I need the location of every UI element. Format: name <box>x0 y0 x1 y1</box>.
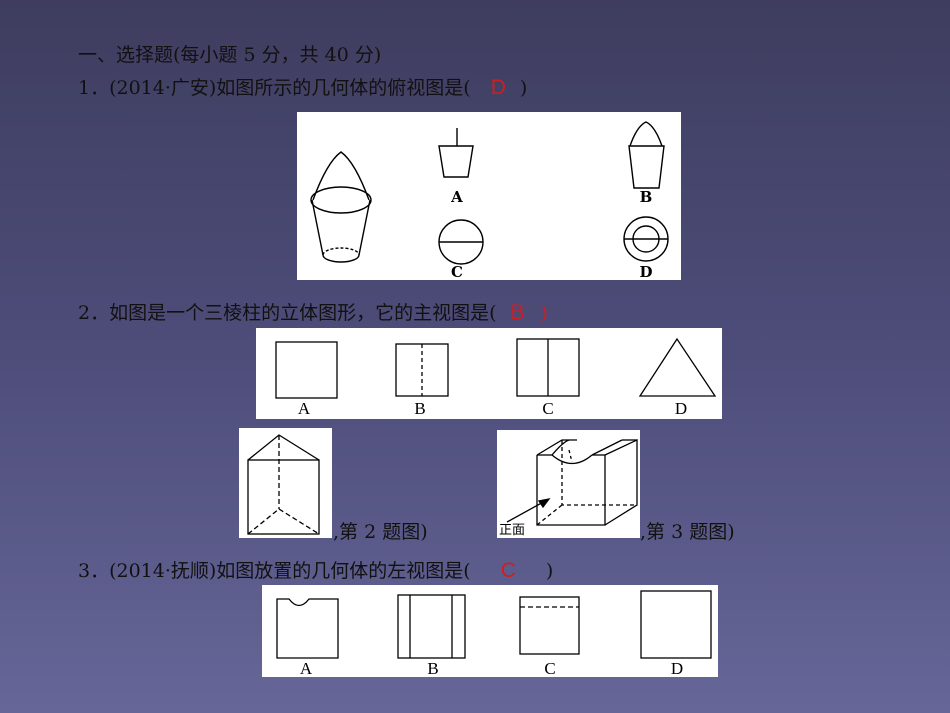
q1-option-d: D <box>639 263 652 280</box>
question-2-figure-caption: ,第 2 题图) <box>333 521 428 543</box>
question-1: 1．(2014·广安)如图所示的几何体的俯视图是( D) <box>78 73 527 100</box>
question-2-options-figure: A B C D <box>256 328 722 419</box>
q1-option-c: C <box>451 263 463 280</box>
question-2-close: ) <box>540 302 548 324</box>
question-1-answer: D <box>490 76 506 99</box>
q3-option-b: B <box>427 659 438 677</box>
q1-option-a: A <box>450 188 463 206</box>
question-3-text: 3．(2014·抚顺)如图放置的几何体的左视图是( <box>78 560 471 582</box>
q3-option-c: C <box>544 659 555 677</box>
question-3-figure-caption: ,第 3 题图) <box>640 521 735 543</box>
question-1-close: ) <box>519 77 528 99</box>
q2-option-b: B <box>414 399 425 418</box>
q3-option-d: D <box>671 659 683 677</box>
question-3-answer: C <box>500 559 516 582</box>
q2-option-a: A <box>298 399 311 418</box>
question-2-text: 2．如图是一个三棱柱的立体图形，它的主视图是( <box>78 302 497 324</box>
question-2: 2．如图是一个三棱柱的立体图形，它的主视图是( B) <box>78 298 548 325</box>
q2-option-c: C <box>542 399 553 418</box>
front-face-label: 正面 <box>499 523 525 538</box>
question-1-figure: A B C D <box>297 112 681 280</box>
section-heading: 一、选择题(每小题 5 分，共 40 分) <box>78 44 382 66</box>
q1-option-b: B <box>640 188 653 206</box>
question-2-prism-figure <box>239 428 332 538</box>
question-3: 3．(2014·抚顺)如图放置的几何体的左视图是( C) <box>78 556 553 583</box>
q3-option-a: A <box>300 659 313 677</box>
question-2-answer: B <box>510 301 525 324</box>
q2-option-d: D <box>675 399 687 418</box>
question-1-text: 1．(2014·广安)如图所示的几何体的俯视图是( <box>78 77 471 99</box>
question-3-solid-figure: 正面 <box>497 430 640 538</box>
question-3-options-figure: A B C D <box>262 585 718 677</box>
question-3-close: ) <box>545 560 554 582</box>
